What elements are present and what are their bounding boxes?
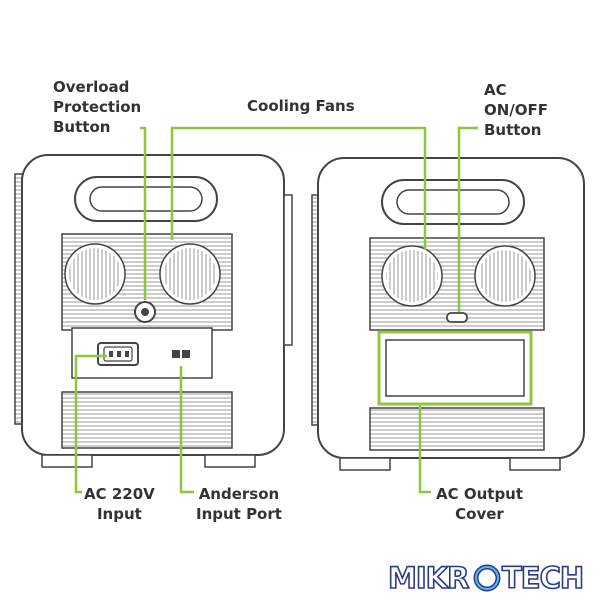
left-unit [14, 154, 293, 468]
label-line: AC 220V [84, 485, 155, 503]
label-line: Overload [53, 78, 130, 96]
ac-output-cover [385, 339, 525, 397]
anderson-port [172, 350, 190, 358]
callout-overload [140, 126, 147, 300]
label-anderson: Anderson Input Port [196, 484, 282, 524]
brand-logo: MIKR TECH [387, 560, 585, 594]
callout-ac-cover [418, 404, 431, 494]
callout-anderson [179, 366, 194, 494]
label-line: Input [96, 505, 142, 523]
callout-lines [74, 126, 478, 494]
label-line: Input Port [196, 505, 282, 523]
ac-output-cover-highlight [377, 330, 533, 406]
input-panel [71, 327, 213, 379]
callout-cooling-fans [170, 126, 427, 250]
right-unit [311, 157, 585, 471]
label-line: AC Output [436, 485, 524, 503]
right-lower-grille [369, 407, 545, 451]
label-ac-switch: AC ON/OFF Button [484, 80, 548, 140]
label-line: Cover [455, 505, 504, 523]
label-line: AC [484, 81, 507, 99]
callout-ac-switch [457, 126, 478, 312]
ac-switch [446, 312, 468, 323]
left-lower-grille [61, 391, 233, 449]
label-line: Button [484, 121, 542, 139]
label-line: Protection [53, 98, 142, 116]
label-ac-input: AC 220V Input [84, 484, 155, 524]
label-ac-output-cover: AC Output Cover [436, 484, 523, 524]
logo-left: MIKR [388, 561, 469, 594]
label-overload-protection: Overload Protection Button [53, 77, 141, 137]
label-cooling-fans: Cooling Fans [247, 97, 355, 115]
label-line: ON/OFF [484, 101, 549, 119]
label-line: Button [53, 118, 111, 136]
callout-ac-input [74, 354, 107, 494]
label-line: Anderson [198, 485, 280, 503]
logo-right: TECH [502, 561, 583, 594]
